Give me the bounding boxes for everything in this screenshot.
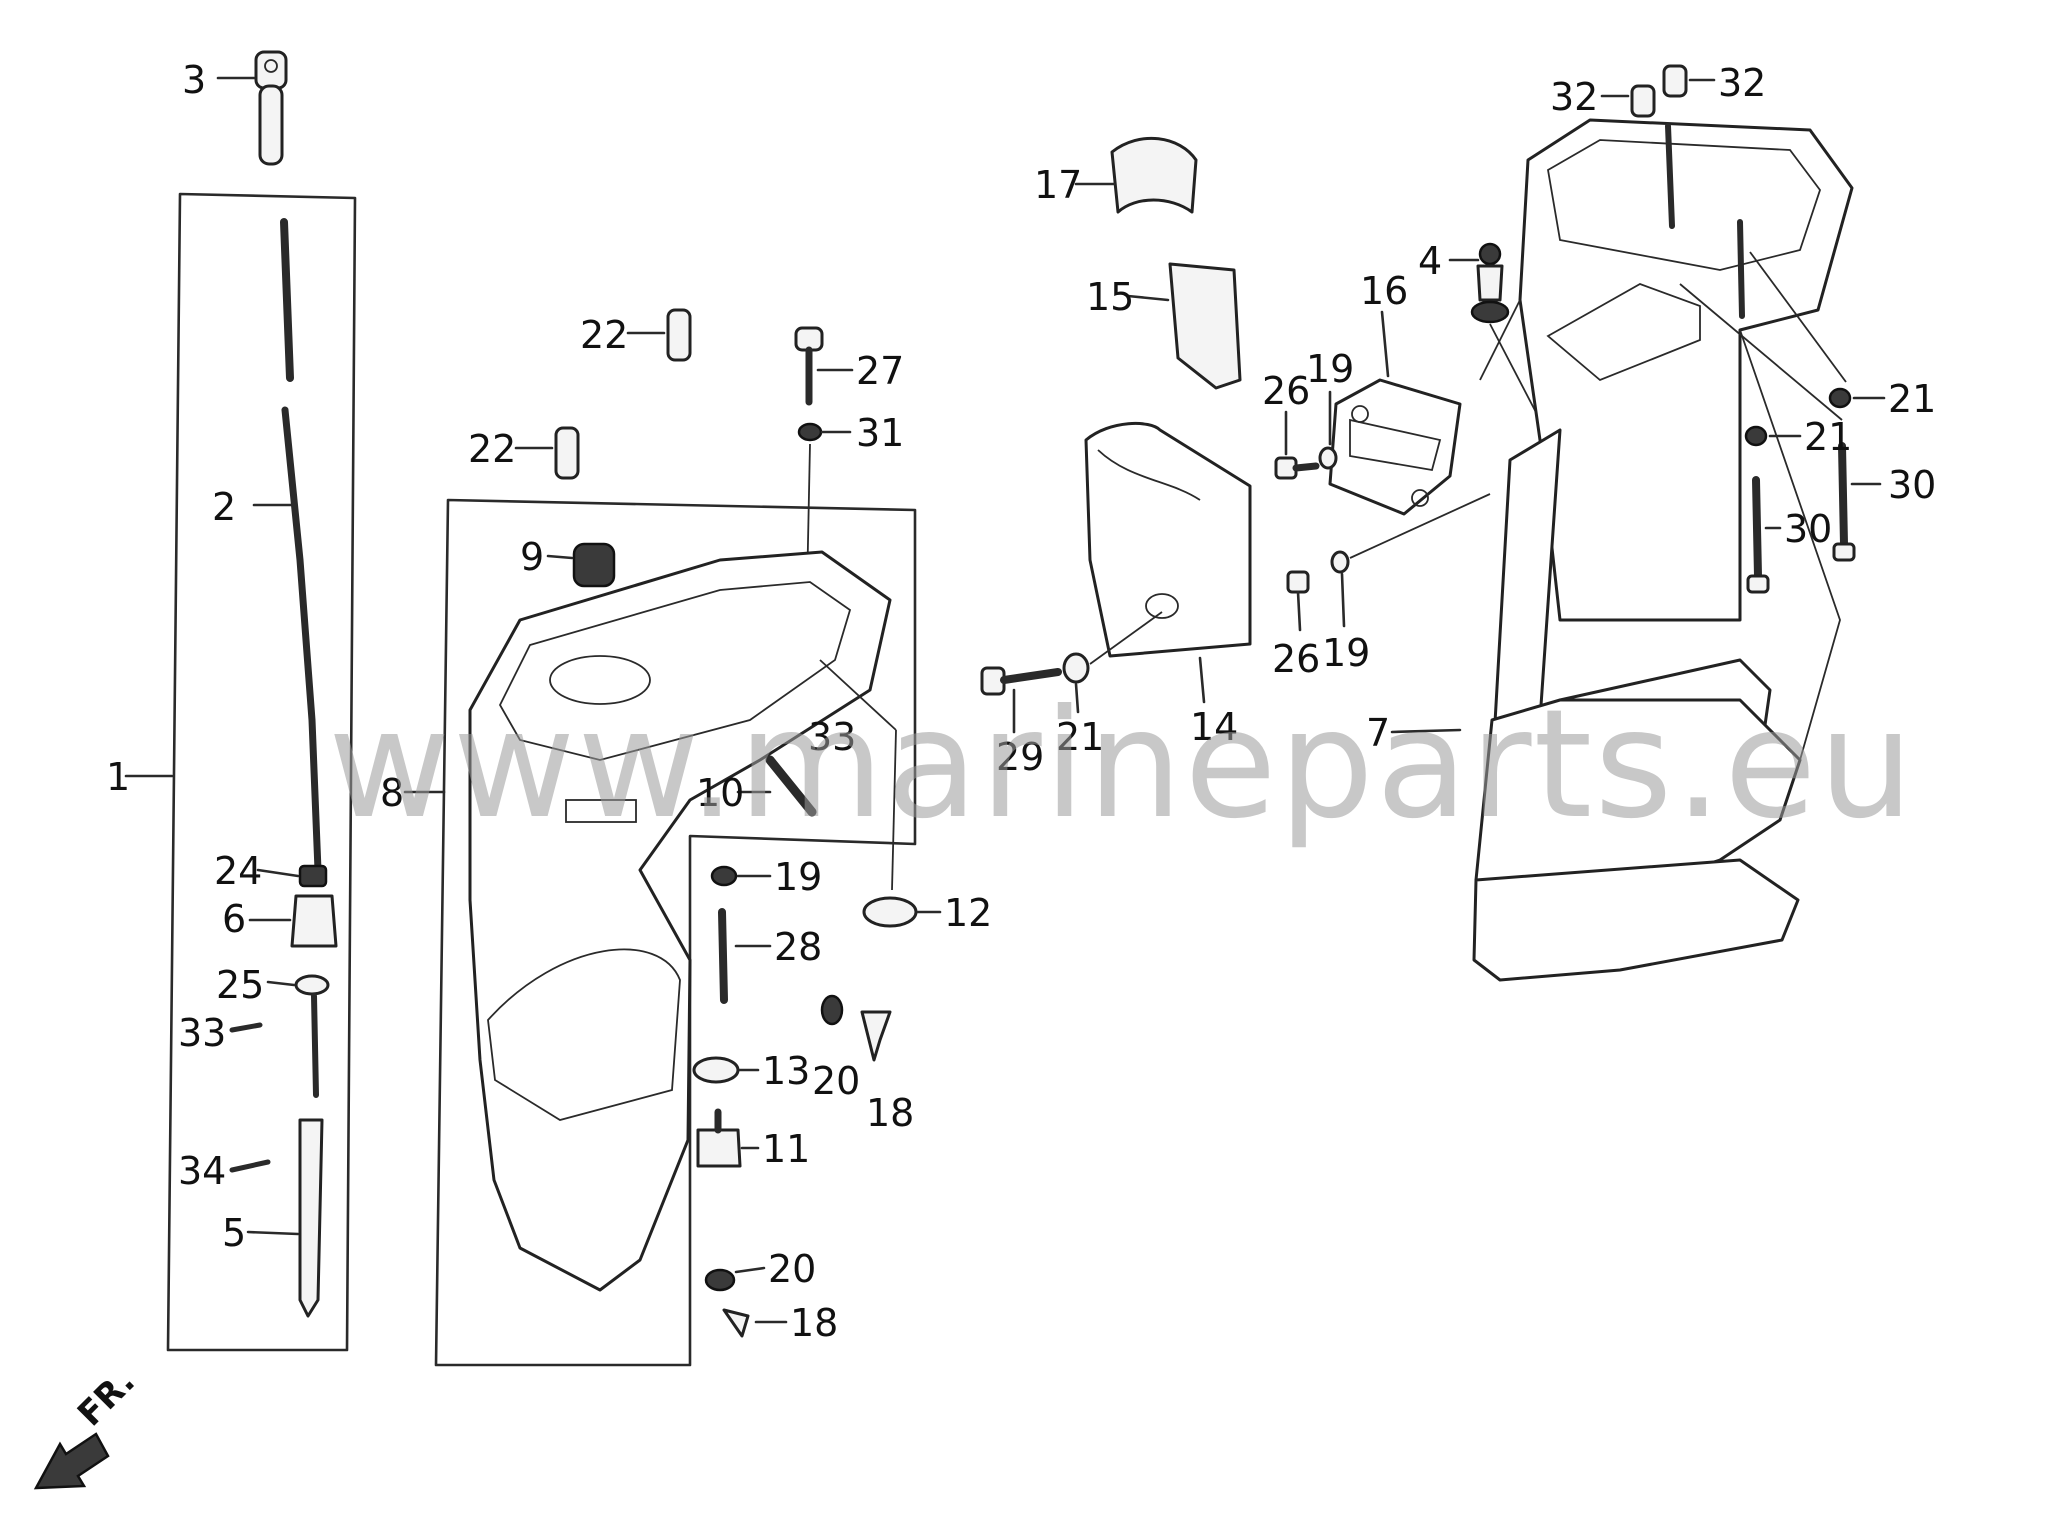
callout-12: 12: [944, 891, 992, 935]
part-9-collar: [546, 542, 616, 588]
callout-13: 13: [762, 1049, 810, 1093]
callout-19-center: 19: [774, 855, 822, 899]
callout-20-lower: 20: [768, 1247, 816, 1291]
callout-19-lower: 19: [1322, 631, 1370, 675]
part-19-washer-center: [710, 865, 772, 887]
part-30-bolt-left: [1746, 476, 1782, 594]
watermark-text: www.marineparts.eu: [328, 678, 1916, 852]
part-20-washer-right: [820, 994, 844, 1026]
part-16-mount-plate: [1328, 310, 1462, 516]
callout-5: 5: [222, 1211, 246, 1255]
part-11-mount-rubber: [696, 1108, 760, 1168]
part-15-cover-block: [1126, 262, 1242, 390]
callout-17: 17: [1034, 163, 1082, 207]
callout-9: 9: [520, 535, 544, 579]
part-32-dowel-left: [1600, 84, 1656, 118]
callout-33-left: 33: [178, 1011, 226, 1055]
callout-8: 8: [380, 771, 404, 815]
callout-3: 3: [182, 58, 206, 102]
callout-6: 6: [222, 897, 246, 941]
callout-16: 16: [1360, 269, 1408, 313]
callout-21-left: 21: [1056, 715, 1104, 759]
part-18-grommet-right: [860, 1010, 892, 1062]
front-direction-label: FR.: [70, 1362, 143, 1435]
part-26-bolt-lower: [1286, 570, 1310, 632]
part-7-main-case: [1390, 118, 1854, 982]
part-8-extension-case: [468, 550, 897, 1292]
part-12-clip: [862, 896, 942, 928]
part-2-shift-rod: [252, 218, 322, 874]
part-26-bolt-upper: [1274, 410, 1320, 480]
callout-2: 2: [212, 485, 236, 529]
part-18-bolt-lower: [722, 1308, 788, 1338]
callout-1: 1: [106, 755, 130, 799]
part-6-rod-boot: [248, 894, 338, 948]
callout-33-center: 33: [808, 715, 856, 759]
part-19-washer-lower: [1330, 550, 1350, 628]
callout-22-lower: 22: [468, 427, 516, 471]
callout-24: 24: [214, 849, 262, 893]
callout-26-lower: 26: [1272, 637, 1320, 681]
callout-28: 28: [774, 925, 822, 969]
callout-11: 11: [762, 1127, 810, 1171]
group-8-frame: [403, 498, 917, 1367]
part-5-lower-shift-rod: [246, 1118, 324, 1318]
part-14-lower-cover: [1084, 421, 1252, 704]
part-21-washer-left: [1062, 652, 1090, 714]
part-21-washer-right-lower: [1744, 425, 1802, 447]
callout-32-left: 32: [1550, 75, 1598, 119]
callout-30-right: 30: [1888, 463, 1936, 507]
part-24-nut: [256, 864, 328, 888]
front-direction-marker: FR.: [33, 1362, 143, 1490]
callout-10: 10: [696, 771, 744, 815]
part-27-bolt: [794, 326, 854, 406]
group-1-frame: [124, 192, 357, 1352]
part-21-washer-right-upper: [1828, 387, 1886, 409]
callout-31: 31: [856, 411, 904, 455]
callout-18-lower: 18: [790, 1301, 838, 1345]
callout-15: 15: [1086, 275, 1134, 319]
callout-19-upper: 19: [1306, 347, 1354, 391]
part-3-shift-clip: [216, 50, 288, 166]
part-32-dowel-right: [1662, 64, 1716, 98]
callout-7: 7: [1366, 711, 1390, 755]
part-22-dowel-pin-upper: [626, 308, 692, 362]
part-31-washer: [797, 422, 852, 442]
part-10-stud: [736, 755, 817, 817]
callout-32-right: 32: [1718, 61, 1766, 105]
callout-25: 25: [216, 963, 264, 1007]
callout-14: 14: [1190, 705, 1238, 749]
callout-29: 29: [996, 735, 1044, 779]
callout-21-right-upper: 21: [1888, 377, 1936, 421]
part-29-bolt: [980, 666, 1062, 734]
callout-26-upper: 26: [1262, 369, 1310, 413]
callout-34: 34: [178, 1149, 226, 1193]
callout-20-center: 20: [812, 1059, 860, 1103]
callout-22-upper: 22: [580, 313, 628, 357]
part-4-grease-fitting: [1448, 242, 1541, 421]
part-20-washer-lower: [704, 1266, 766, 1292]
callout-labels: 3 2 1 24 6 25 33 34 5 22 22 9 27 31 8 33…: [106, 58, 1936, 1345]
part-19-washer-upper: [1318, 390, 1338, 470]
callout-30-left: 30: [1784, 507, 1832, 551]
part-17-cover-clip: [1074, 136, 1198, 214]
part-22-dowel-pin-lower: [514, 426, 580, 480]
part-34-pin: [229, 1159, 271, 1173]
callout-4: 4: [1418, 239, 1442, 283]
callout-27: 27: [856, 349, 904, 393]
part-13-grommet: [692, 1056, 760, 1084]
part-33-pin: [229, 1022, 263, 1033]
part-28-bolt: [718, 908, 772, 1004]
part-30-bolt-right: [1832, 442, 1882, 562]
callout-21-right-lower: 21: [1804, 415, 1852, 459]
callout-18-center: 18: [866, 1091, 914, 1135]
part-25-washer: [266, 974, 330, 996]
